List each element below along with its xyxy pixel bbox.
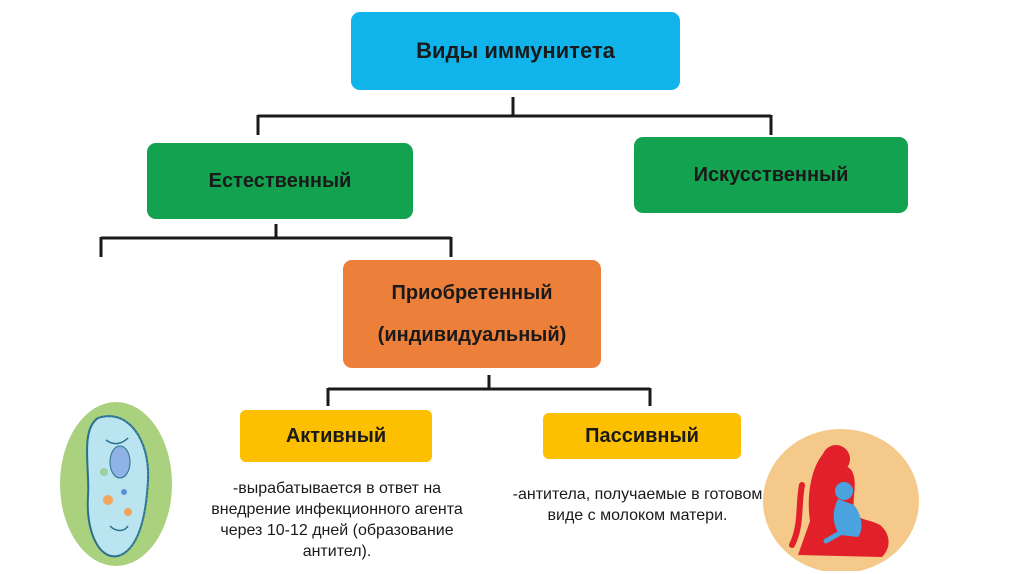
- passive-description: -антитела, получаемые в готовом виде с м…: [512, 486, 763, 524]
- acquired-label-line1: Приобретенный: [391, 282, 553, 304]
- acquired-connector: [326, 375, 652, 406]
- passive-label: Пассивный: [585, 424, 699, 447]
- acquired-node: Приобретенный (индивидуальный): [343, 260, 601, 368]
- natural-label: Естественный: [208, 169, 352, 192]
- root-connector: [256, 97, 773, 135]
- active-label: Активный: [285, 424, 387, 447]
- paramecium-cell-icon: [60, 402, 172, 566]
- natural-connector: [99, 224, 453, 257]
- natural-node: Естественный: [147, 143, 413, 219]
- root-node: Виды иммунитета: [351, 12, 680, 90]
- mother-breastfeeding-icon: [763, 429, 919, 571]
- passive-node: Пассивный: [543, 413, 741, 459]
- artificial-node: Искусственный: [634, 137, 908, 213]
- root-label: Виды иммунитета: [416, 38, 615, 63]
- active-node: Активный: [240, 410, 432, 462]
- acquired-label-line2: (индивидуальный): [377, 324, 567, 346]
- artificial-label: Искусственный: [693, 163, 849, 186]
- active-description: -вырабатывается в ответ на внедрение инф…: [211, 480, 463, 560]
